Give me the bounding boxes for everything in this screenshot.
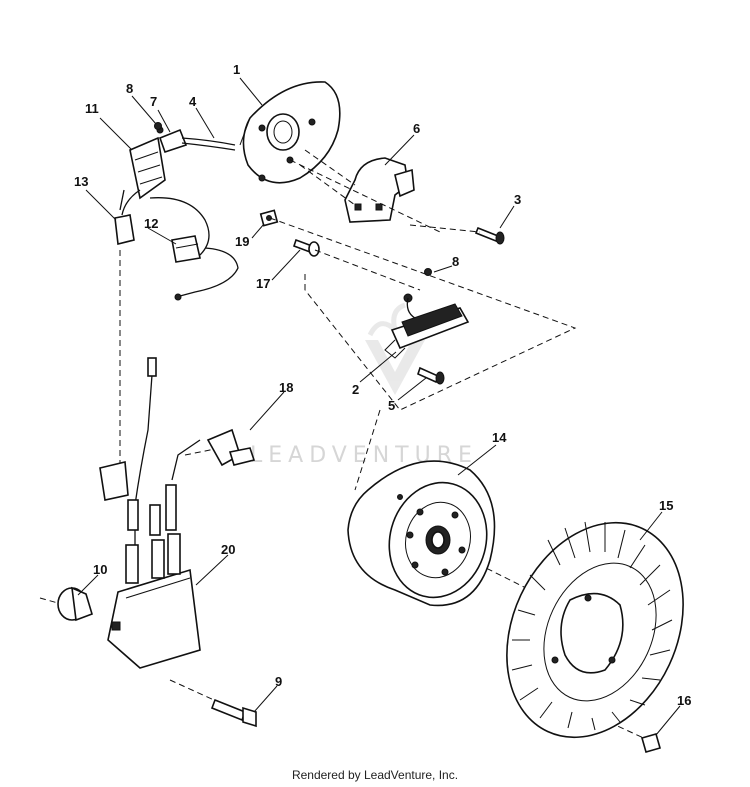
leader-lines [77,77,681,736]
spark-plug-boot [171,428,256,481]
washer-19 [259,209,279,227]
flywheel [347,460,496,607]
screw-17 [292,238,320,257]
part-label-5: 5 [388,398,395,413]
part-label-9: 9 [275,674,282,689]
part-label-7: 7 [150,94,157,109]
part-label-8b: 8 [452,254,459,269]
connector-13 [114,214,135,245]
part-label-19: 19 [235,234,249,249]
trigger-coil [384,293,470,359]
ignition-coil [107,484,201,669]
part-label-2: 2 [352,382,359,397]
cooling-fan [506,521,684,739]
part-label-17: 17 [256,276,270,291]
bushing-10 [57,586,93,622]
wire-harness [119,137,239,301]
part-label-14: 14 [492,430,507,445]
ignition-module [129,126,188,200]
part-label-15: 15 [659,498,673,513]
screw-8b [424,268,432,276]
part-label-11: 11 [85,101,99,116]
part-label-3: 3 [514,192,521,207]
part-label-10: 10 [93,562,107,577]
part-label-18: 18 [279,380,293,395]
part-label-20: 20 [221,542,235,557]
ground-wire [99,357,157,545]
screw-9 [210,698,257,728]
part-label-8a: 8 [126,81,133,96]
screw-3 [474,226,505,245]
part-label-12: 12 [144,216,158,231]
part-label-4: 4 [189,94,197,109]
clamp-bracket [344,157,415,223]
connector-12 [171,235,201,263]
part-label-16: 16 [677,693,691,708]
screw-5 [417,366,445,385]
screw-8a [154,122,162,130]
rendered-by-footer: Rendered by LeadVenture, Inc. [291,768,459,782]
part-label-13: 13 [74,174,88,189]
nut-16 [641,733,661,753]
part-label-1: 1 [233,62,240,77]
part-label-6: 6 [413,121,420,136]
